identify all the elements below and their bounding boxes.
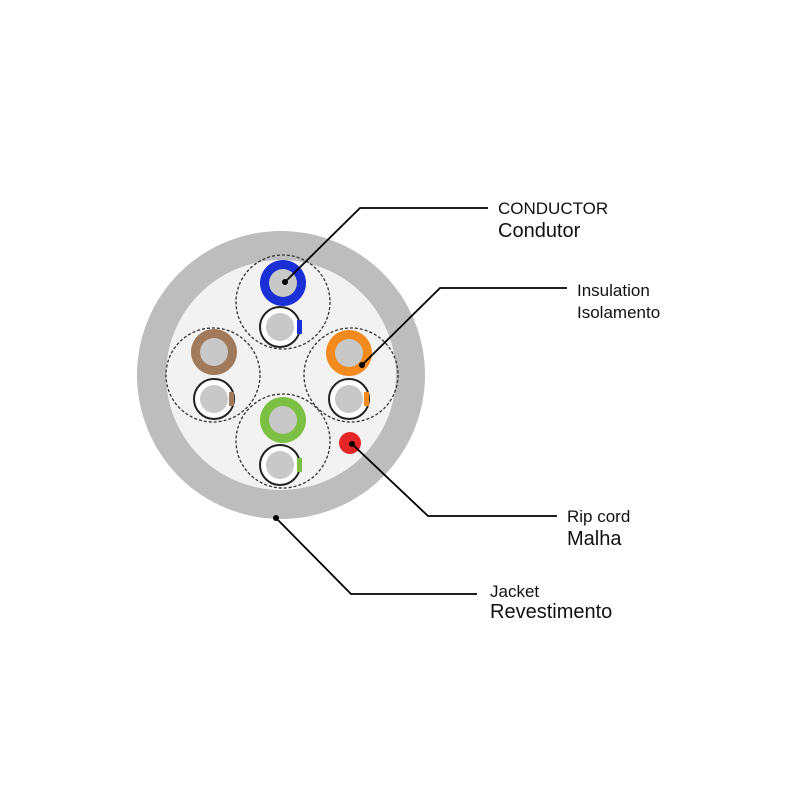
leader-dot-insulation: [359, 362, 365, 368]
label-jacket-pt: Revestimento: [490, 601, 613, 623]
label-ripcord-en: Rip cord: [567, 507, 631, 526]
stripe-green: [297, 458, 302, 472]
leader-lines: [275, 207, 567, 595]
leader-jacket: [275, 517, 477, 595]
label-conductor-pt: Condutor: [498, 220, 581, 242]
leader-ripcord: [351, 443, 557, 517]
stripe-orange: [364, 392, 369, 406]
leader-conductor: [284, 207, 488, 283]
label-ripcord-pt: Malha: [567, 528, 622, 550]
label-conductor-en: CONDUCTOR: [498, 199, 609, 218]
stripe-brown: [229, 392, 234, 406]
pair-group-brown: [165, 327, 261, 423]
pair-group-green: [235, 393, 331, 489]
label-jacket-en: Jacket: [490, 582, 540, 601]
leader-dot-conductor: [282, 279, 288, 285]
leader-dot-ripcord: [349, 441, 355, 447]
label-insulation-en: Insulation: [577, 281, 650, 300]
leader-dot-jacket: [273, 515, 279, 521]
stripe-blue: [297, 320, 302, 334]
label-insulation-pt: Isolamento: [577, 303, 661, 322]
cable-interior: [166, 260, 396, 490]
leader-insulation: [361, 287, 567, 366]
